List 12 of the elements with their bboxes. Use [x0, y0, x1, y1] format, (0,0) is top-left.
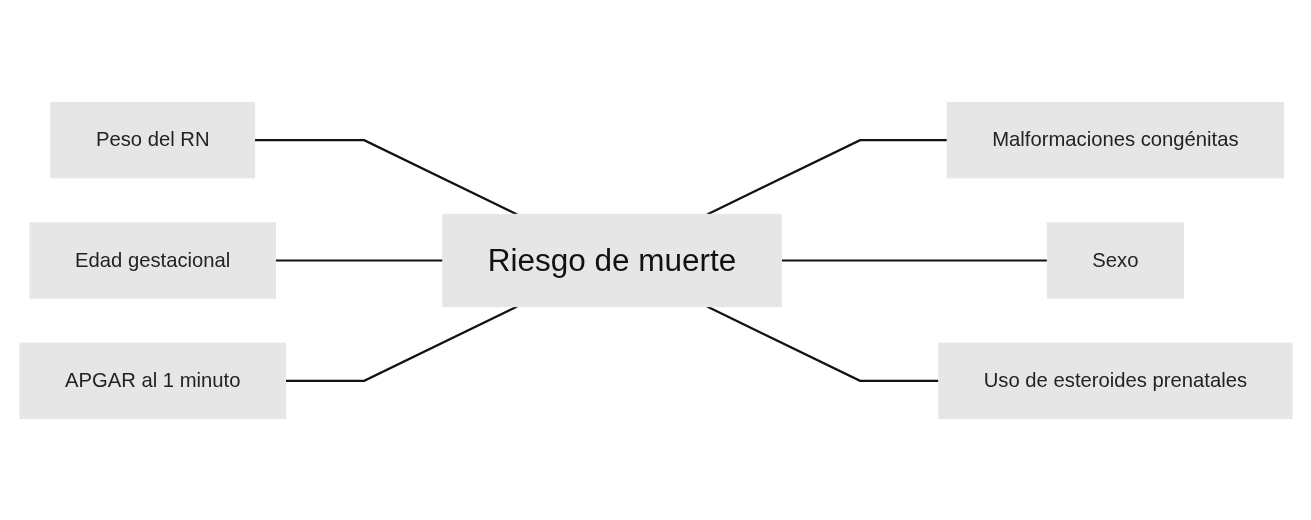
- node-box: Uso de esteroides prenatales: [937, 342, 1293, 419]
- connector: [780, 258, 1047, 262]
- connector: [274, 258, 443, 262]
- node-box: Peso del RN: [49, 101, 255, 178]
- node-box: APGAR al 1 minuto: [18, 342, 286, 419]
- node-box: Sexo: [1046, 221, 1184, 299]
- node-box: Edad gestacional: [29, 221, 276, 299]
- connector: [284, 305, 518, 382]
- node-box: Riesgo de muerte: [441, 213, 782, 307]
- connector: [706, 305, 939, 382]
- node-box: Malformaciones congénitas: [946, 101, 1284, 178]
- connector: [254, 138, 518, 215]
